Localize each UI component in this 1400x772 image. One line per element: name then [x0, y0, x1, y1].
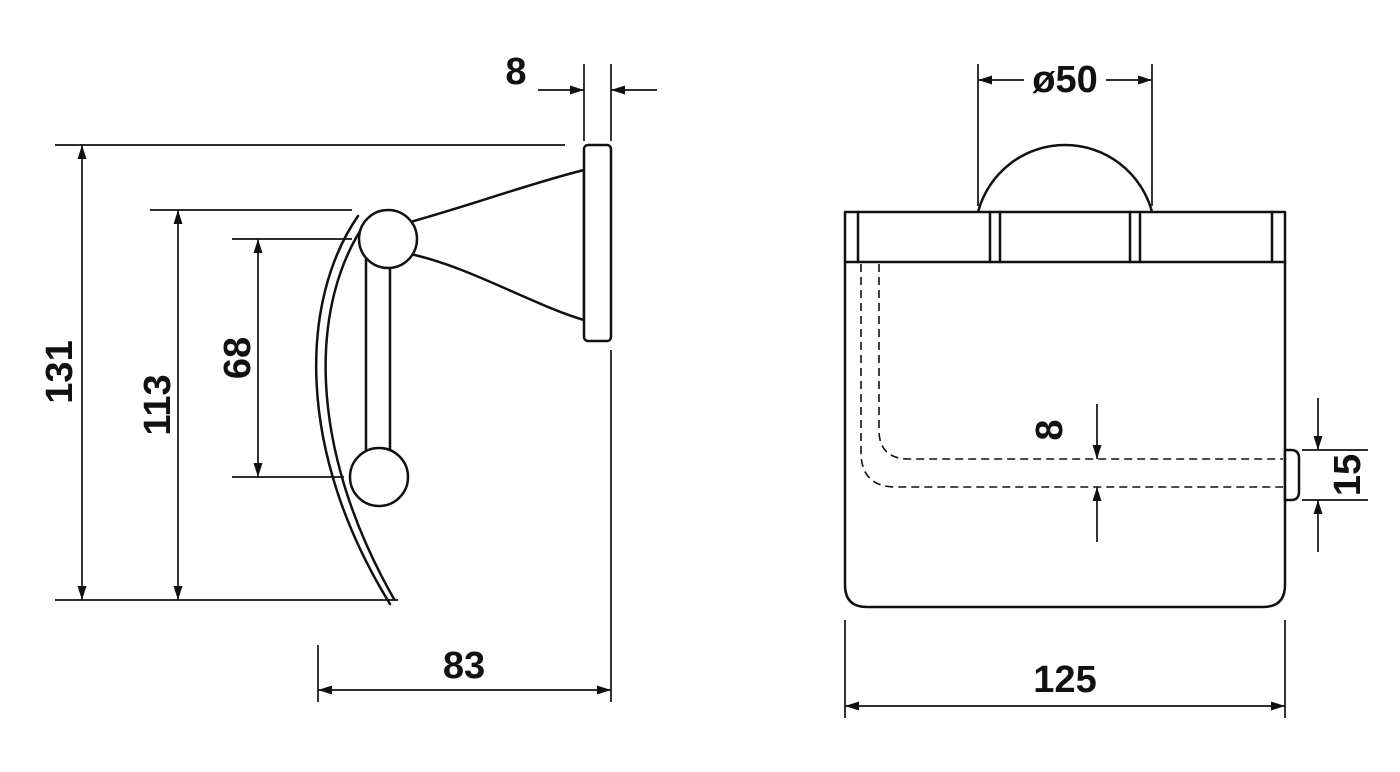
side-view-dimensions [55, 64, 657, 702]
end-ball [348, 446, 410, 508]
side-view [315, 143, 613, 606]
label-edge-gap: 8 [1029, 419, 1071, 440]
label-tab-height: 15 [1327, 454, 1369, 496]
mounting-bracket [408, 168, 586, 322]
side-tab [1283, 448, 1301, 502]
label-mount-diameter: ø50 [1032, 59, 1097, 101]
label-total-height: 131 [39, 340, 81, 403]
pivot-knob [357, 208, 419, 270]
paper-guard-outer-curve [315, 214, 392, 606]
cover-outline [843, 210, 1287, 609]
label-plate-thickness: 8 [505, 51, 526, 93]
paper-guard-inner-curve [324, 220, 396, 601]
front-view [843, 143, 1301, 609]
label-depth: 83 [443, 645, 485, 687]
front-view-dimensions [844, 64, 1368, 718]
label-holder-height: 113 [137, 374, 179, 435]
roll-spindle-arc [976, 143, 1154, 214]
label-pin-span: 68 [217, 337, 259, 379]
label-width: 125 [1033, 659, 1096, 701]
dimension-labels: 8 131 113 68 83 ø50 8 15 125 [39, 51, 1369, 701]
roll-outline-dashed [878, 264, 1283, 460]
holder-post [364, 237, 392, 479]
cover-inner-edge-dashed [860, 264, 1283, 488]
wall-plate [582, 143, 613, 343]
